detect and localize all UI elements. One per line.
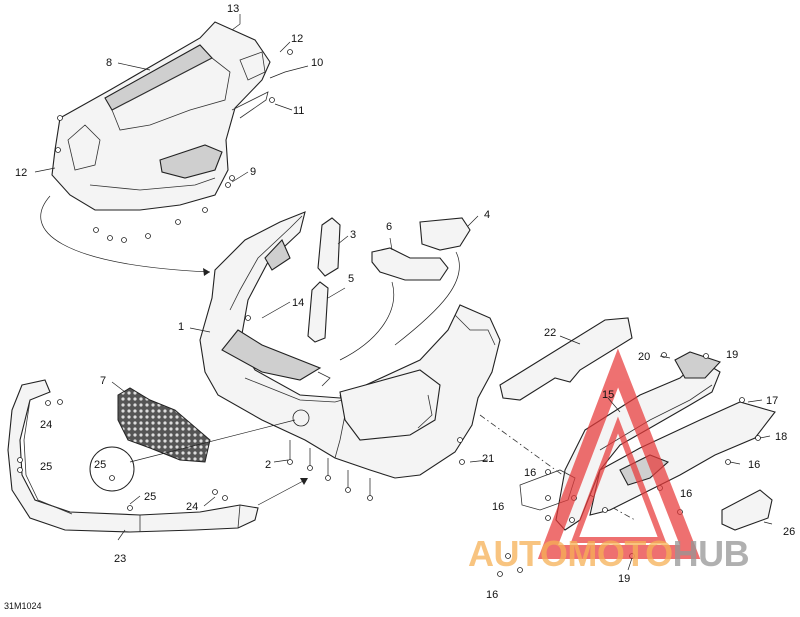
diagram-code: 31M1024 [4,601,42,611]
foam-block-5[interactable] [307,281,329,343]
callout-14[interactable]: 14 [292,297,304,309]
panel-screws [55,49,293,243]
arrow-head-icon [203,268,210,276]
front-fascia[interactable] [199,211,501,479]
watermark-part-a: AUTOMOTO [468,533,673,574]
callout-16-c[interactable]: 16 [492,501,504,513]
upper-inner-panel[interactable] [51,21,271,211]
callout-16-a[interactable]: 16 [524,467,536,479]
callout-20[interactable]: 20 [638,351,650,363]
callout-24-bottom[interactable]: 24 [186,501,198,513]
callout-26[interactable]: 26 [783,526,795,538]
callout-7[interactable]: 7 [100,375,106,387]
assembly-path-arrow [40,195,211,273]
callout-10[interactable]: 10 [311,57,323,69]
callout-21[interactable]: 21 [482,453,494,465]
callout-6[interactable]: 6 [386,221,392,233]
front-bumper[interactable] [7,379,259,533]
callout-11[interactable]: 11 [293,105,304,117]
detail-origin-circle [292,409,310,427]
callout-22[interactable]: 22 [544,327,556,339]
watermark-text: AUTOMOTOHUB [468,532,798,576]
callout-13[interactable]: 13 [227,3,239,15]
triangle-logo-icon [537,348,701,559]
bumper-arrow-line [257,479,306,506]
callout-5[interactable]: 5 [348,273,354,285]
detail-leader [129,419,296,463]
foam-leader [339,281,394,361]
callout-4[interactable]: 4 [484,209,490,221]
bumper-screws [17,399,228,511]
callout-12-left[interactable]: 12 [15,167,27,179]
callout-25-bottom[interactable]: 25 [144,491,156,503]
callout-15[interactable]: 15 [602,389,614,401]
callout-16-right[interactable]: 16 [748,459,760,471]
arrow-head-icon-2 [300,478,308,485]
callout-19-top[interactable]: 19 [726,349,738,361]
foam-leader-2 [394,251,460,346]
callout-24-left[interactable]: 24 [40,419,52,431]
callout-labels: 13 12 10 11 8 9 12 3 4 6 5 14 1 22 20 19… [15,3,795,601]
callout-12-top[interactable]: 12 [291,33,303,45]
callout-leaders [34,14,773,571]
callout-17[interactable]: 17 [766,395,778,407]
callout-25-circle[interactable]: 25 [94,459,106,471]
callout-25-left[interactable]: 25 [40,461,52,473]
callout-18[interactable]: 18 [775,431,787,443]
detail-circle [89,446,135,492]
foam-block-22[interactable] [499,317,633,401]
callout-9[interactable]: 9 [250,166,256,178]
watermark-part-b: HUB [672,533,750,574]
lower-fasteners [245,315,465,501]
callout-8[interactable]: 8 [106,57,112,69]
callout-1[interactable]: 1 [178,321,184,333]
foam-block-6[interactable] [371,247,449,281]
foam-block-3[interactable] [317,217,341,277]
callout-23[interactable]: 23 [114,553,126,565]
callout-16-d[interactable]: 16 [486,589,498,601]
callout-3[interactable]: 3 [350,229,356,241]
front-grill[interactable] [117,387,211,463]
callout-2[interactable]: 2 [265,459,271,471]
foam-block-4[interactable] [419,217,471,251]
callout-16-b[interactable]: 16 [680,488,692,500]
callout-19-bottom[interactable]: 19 [618,573,630,585]
